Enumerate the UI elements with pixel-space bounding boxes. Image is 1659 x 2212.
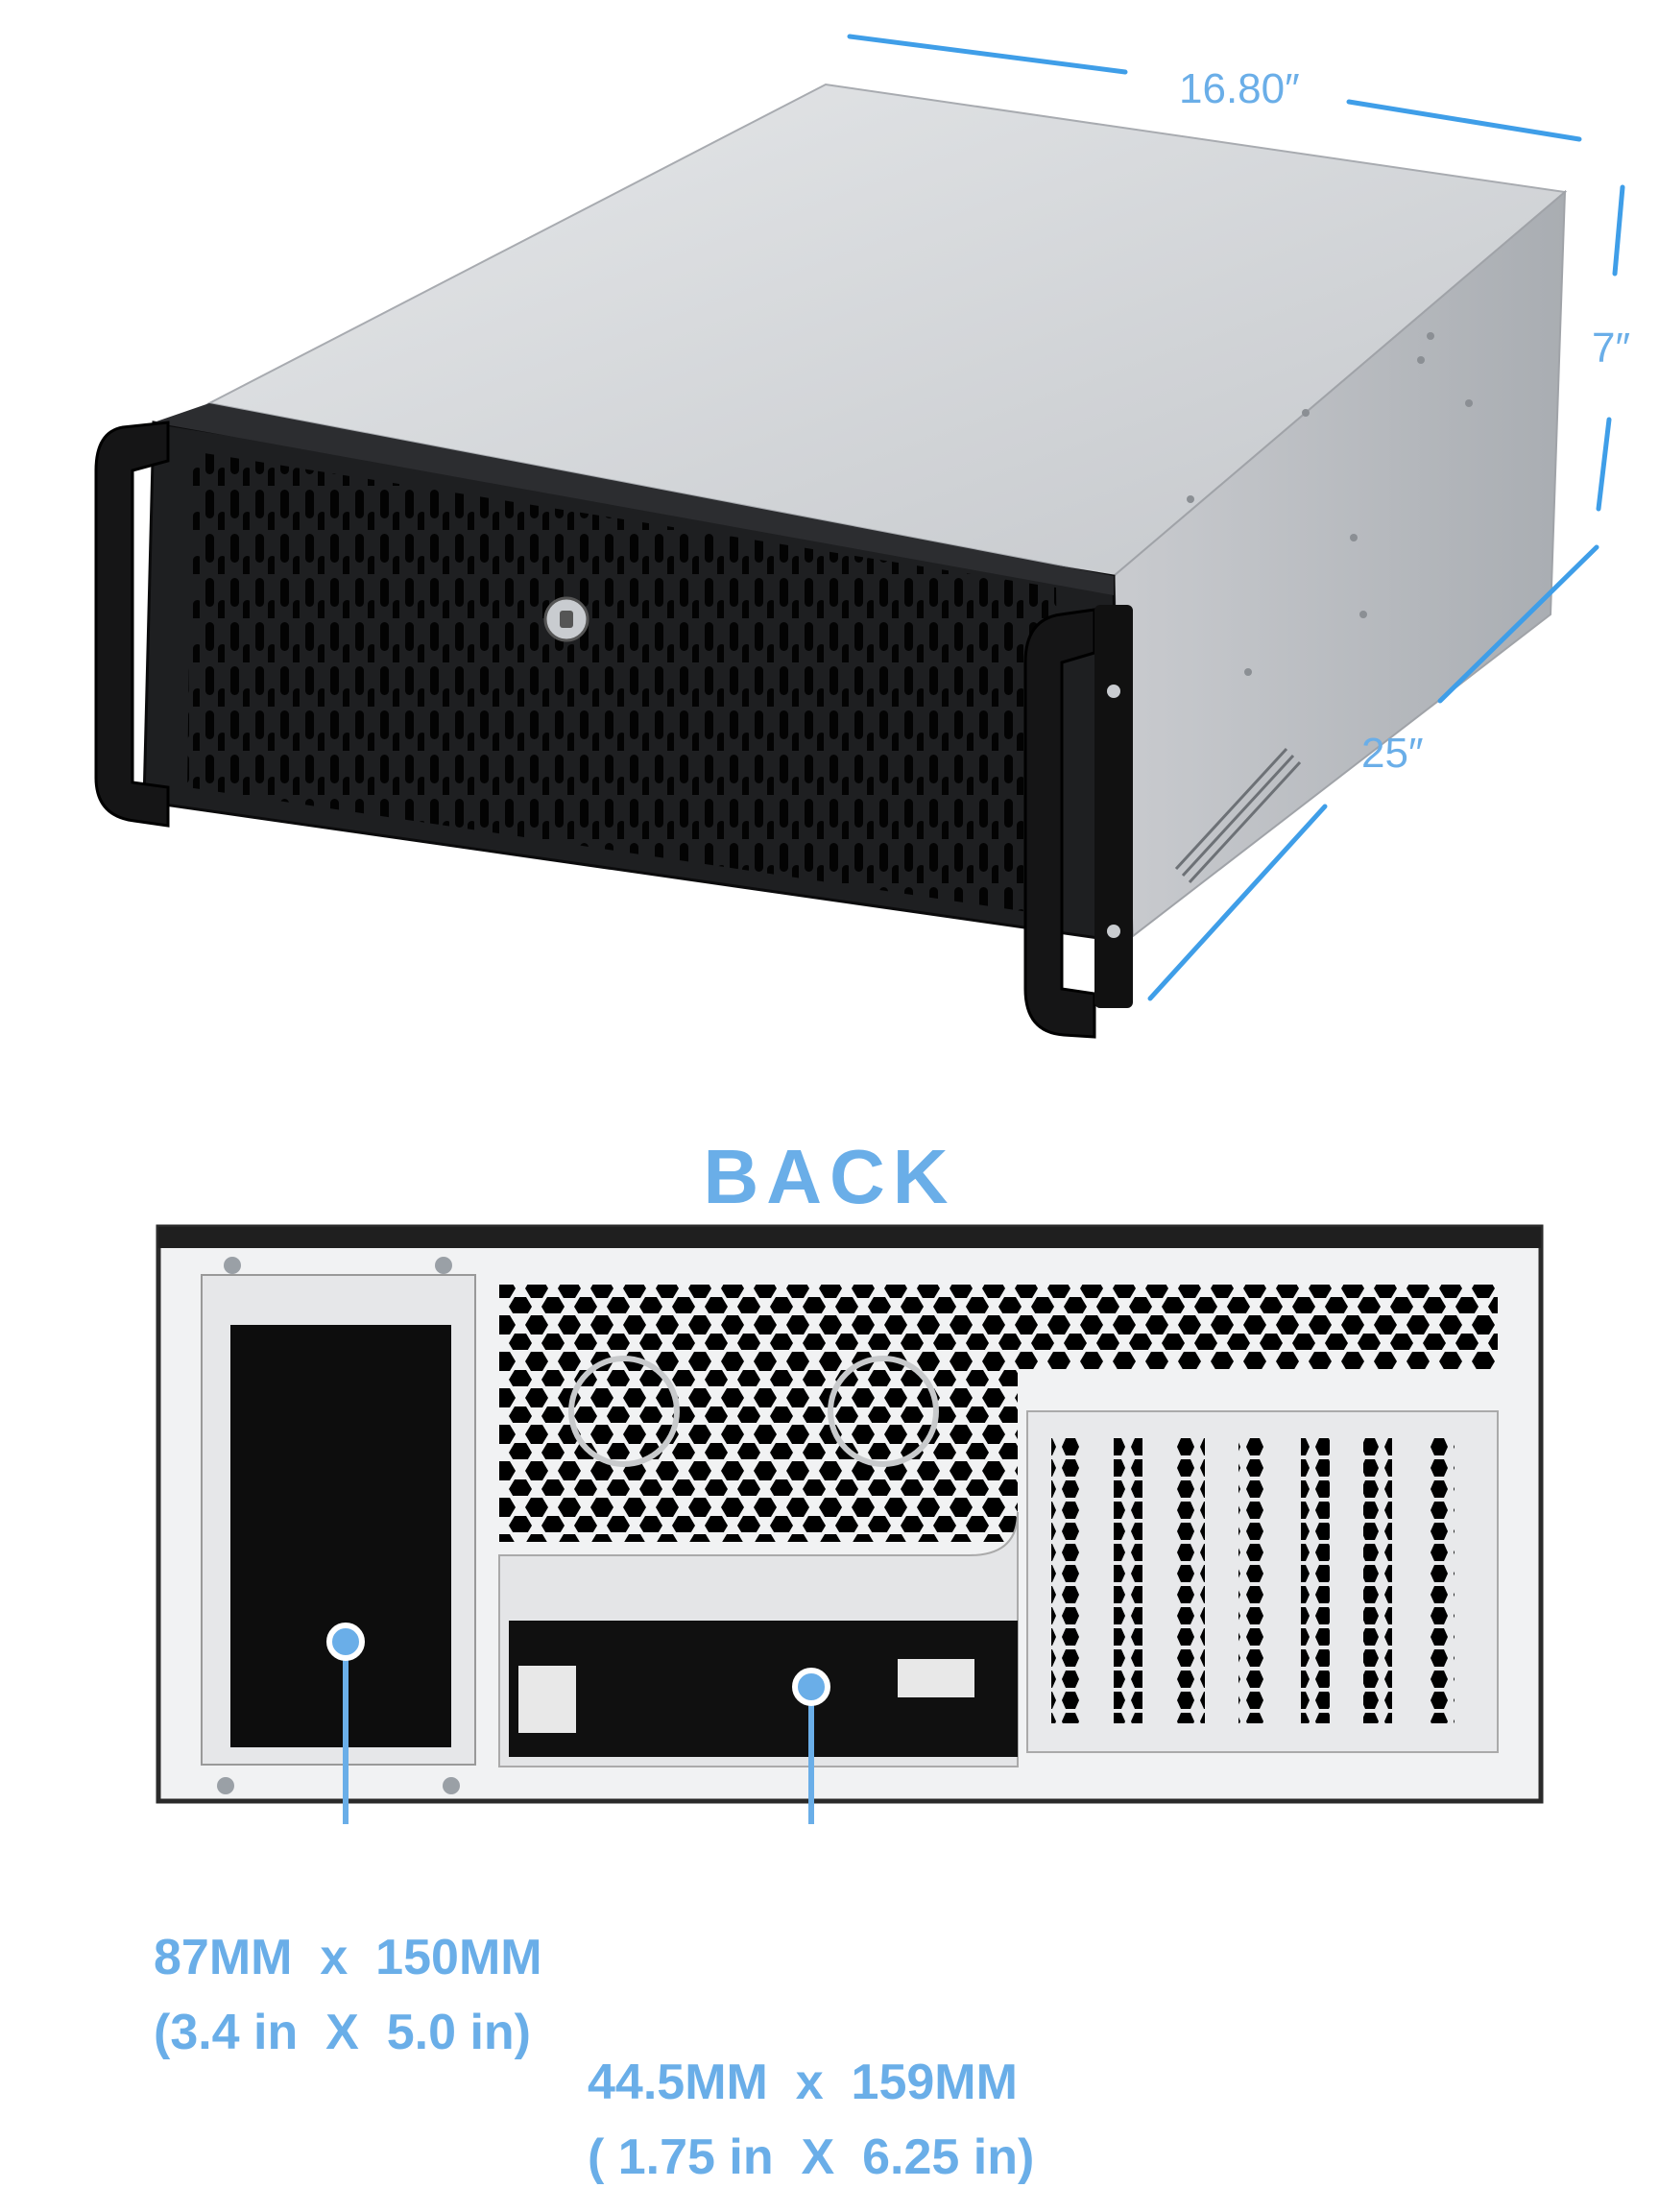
fan-vent-grille (499, 1285, 1018, 1542)
fan-left-icon (568, 1356, 680, 1467)
front-grille (187, 451, 1061, 917)
back-top-rail (158, 1227, 1541, 1248)
psu-dimension-mm: 87MM x 150MM (154, 1930, 542, 1985)
bezel-top-lip (154, 403, 1114, 595)
psu-dimension-in: (3.4 in X 5.0 in) (154, 2005, 531, 2060)
bay-dimension-in: ( 1.75 in X 6.25 in) (588, 2129, 1035, 2185)
dimension-lines (847, 34, 1625, 1001)
expansion-slots (1051, 1435, 1455, 1723)
callout-markers (326, 1623, 830, 1824)
bay-dimension-callout: 44.5MM x 159MM ( 1.75 in X 6.25 in) (588, 2045, 1034, 2195)
side-screws (1187, 332, 1473, 676)
left-rack-handle (94, 421, 170, 828)
fan-right-icon (828, 1356, 939, 1467)
chassis-front-view (94, 34, 1625, 1039)
psu-dimension-callout: 87MM x 150MM (3.4 in X 5.0 in) (154, 1920, 542, 2070)
chassis-back-view (156, 1224, 1544, 1824)
height-dimension-label: 7″ (1592, 325, 1631, 372)
top-vent-grille (1018, 1285, 1498, 1369)
bay-dimension-mm: 44.5MM x 159MM (588, 2055, 1018, 2110)
psu-opening (230, 1325, 451, 1747)
side-vents (1174, 747, 1302, 884)
depth-dimension-label: 25″ (1361, 730, 1424, 777)
back-title: BACK (703, 1134, 956, 1219)
width-dimension-label: 16.80″ (1179, 65, 1300, 112)
right-rack-ear (1094, 605, 1133, 1008)
